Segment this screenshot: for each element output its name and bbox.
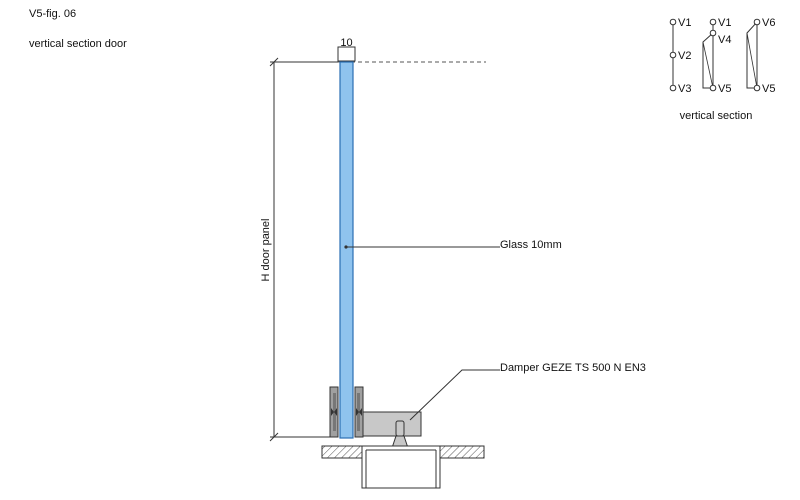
- damper-pivot: [395, 420, 405, 437]
- legend-point: [709, 84, 717, 92]
- legend-point: [753, 18, 761, 26]
- dimension-width-box: [337, 46, 356, 62]
- damper-body: [362, 411, 422, 437]
- floor-box: [361, 445, 441, 489]
- legend-caption: vertical section: [680, 110, 753, 122]
- height-tick-bottom: [269, 432, 279, 442]
- damper-callout-label: Damper GEZE TS 500 N EN3: [500, 362, 646, 374]
- legend-label-v6: V6: [762, 17, 775, 29]
- height-tick-top: [269, 57, 279, 67]
- legend-point: [753, 84, 761, 92]
- clamp-screw-left: [331, 408, 337, 416]
- floor-right-hatch: [439, 445, 485, 459]
- height-dimension-label: H door panel: [260, 219, 272, 282]
- legend-point: [669, 18, 677, 26]
- legend-label-v5a: V5: [718, 83, 731, 95]
- legend-label-v1b: V1: [718, 17, 731, 29]
- glass-callout-label: Glass 10mm: [500, 239, 562, 251]
- legend-label-v5b: V5: [762, 83, 775, 95]
- legend-label-v2: V2: [678, 50, 691, 62]
- legend-point: [669, 84, 677, 92]
- damper-callout-leader: [409, 369, 500, 421]
- dimension-width-label: 10: [340, 37, 352, 49]
- legend-point: [709, 18, 717, 26]
- figure-id: V5-fig. 06: [29, 8, 77, 20]
- legend-label-v4: V4: [718, 34, 731, 46]
- legend-label-v3: V3: [678, 83, 691, 95]
- legend-vertical-section: V1 V2 V3 V1 V4 V5 V6 V5 vertical section: [669, 17, 775, 122]
- figure-subtitle: vertical section door: [29, 38, 127, 50]
- legend-label-v1a: V1: [678, 17, 691, 29]
- floor-left-hatch: [321, 445, 363, 459]
- legend-point: [709, 29, 717, 37]
- legend-point: [669, 51, 677, 59]
- clamp-screw-right: [356, 408, 362, 416]
- glass-pane: [339, 61, 354, 439]
